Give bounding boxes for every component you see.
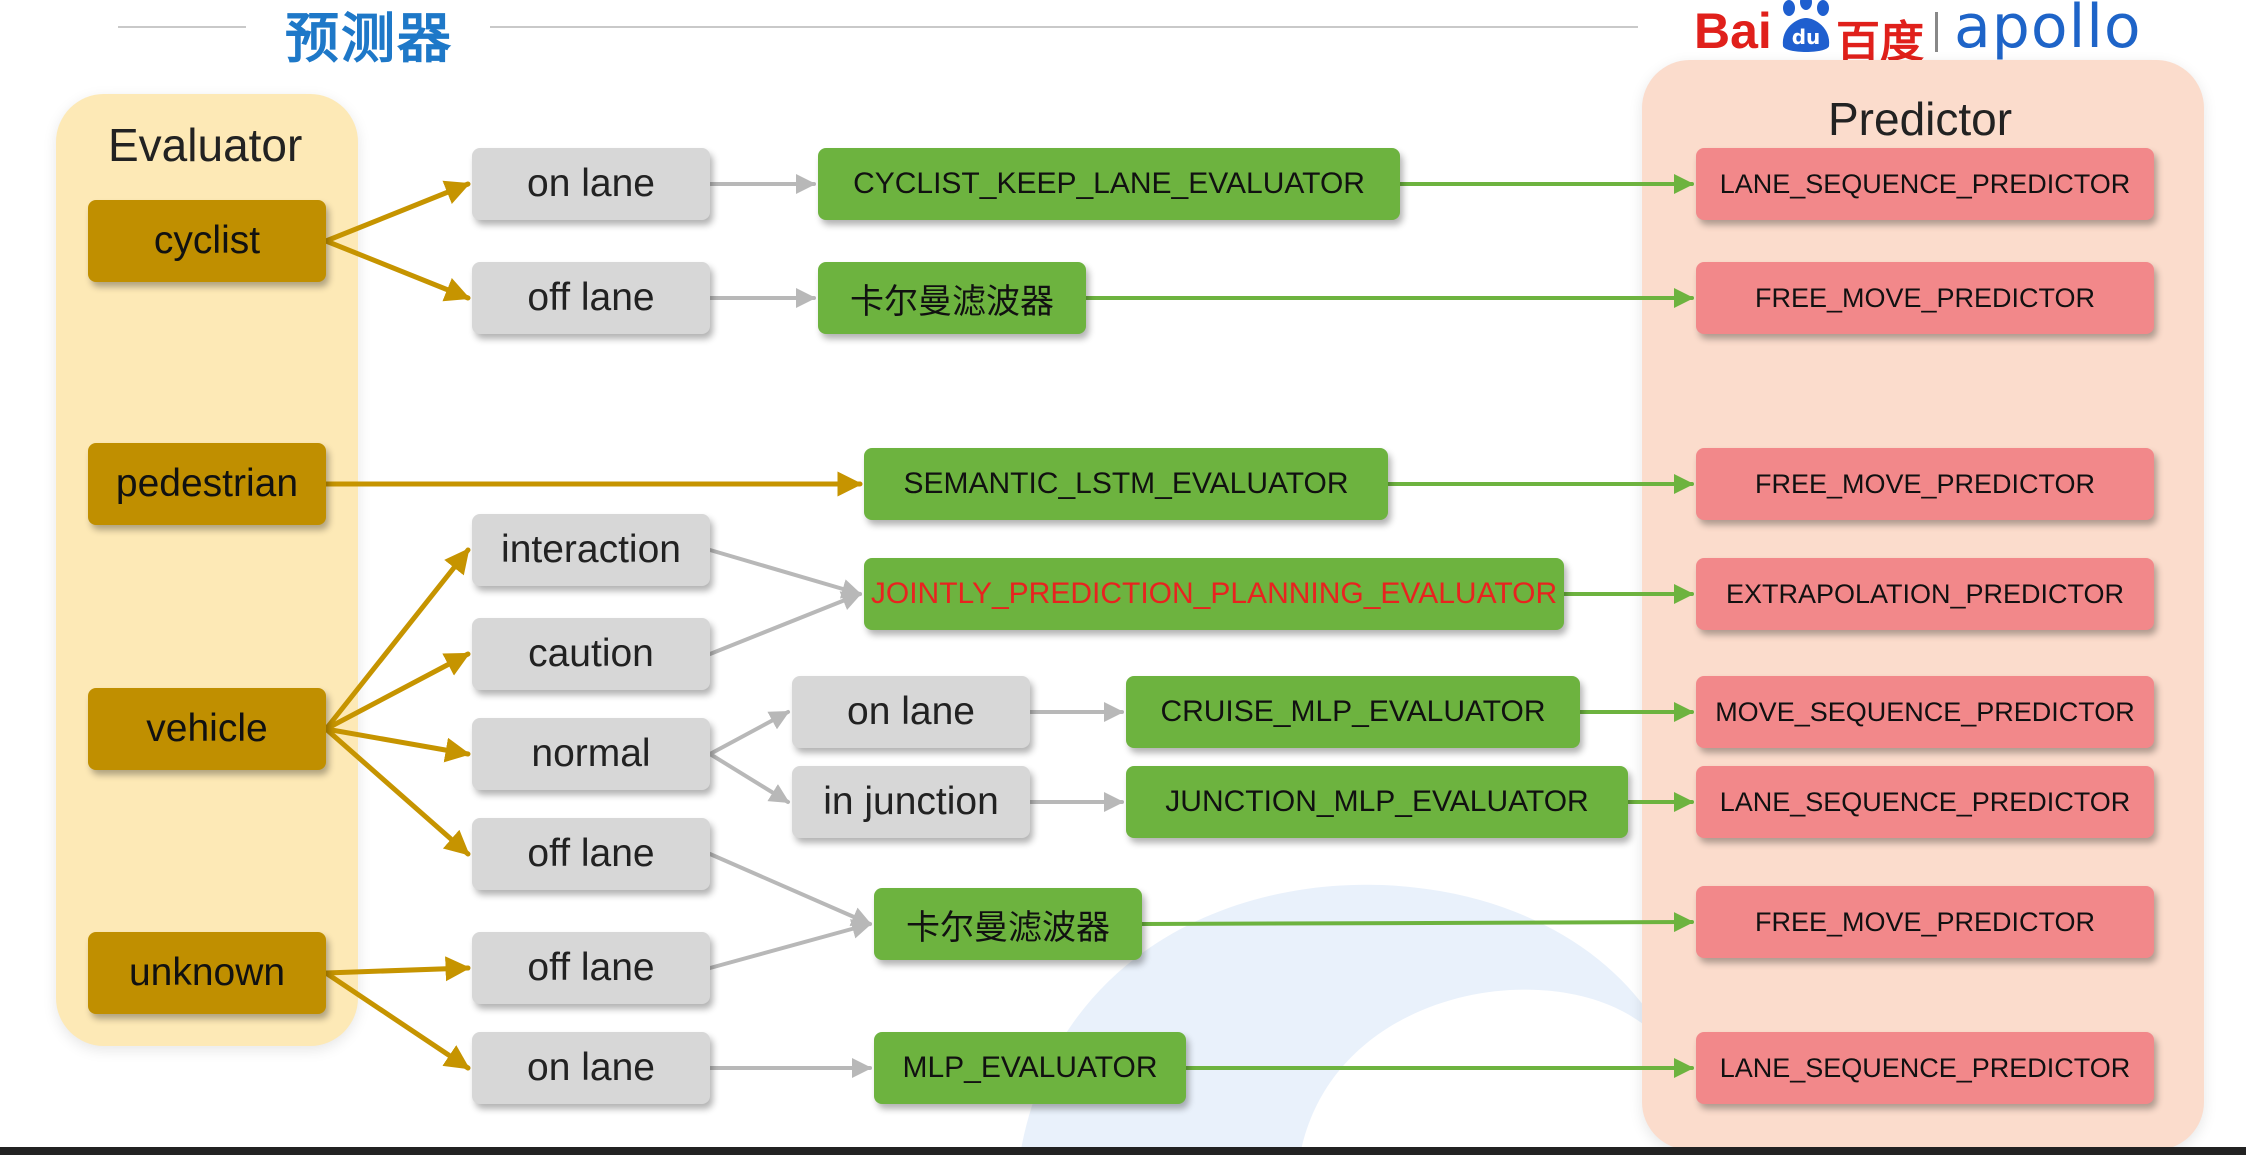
predictor-extrapolation: EXTRAPOLATION_PREDICTOR: [1696, 558, 2154, 630]
predictor-lane-sequence: LANE_SEQUENCE_PREDICTOR: [1696, 1032, 2154, 1104]
evaluator-semantic-lstm: SEMANTIC_LSTM_EVALUATOR: [864, 448, 1388, 520]
header-rule-right: [490, 26, 1638, 28]
connector-c_interaction-to-e_jointly: [708, 548, 862, 599]
connector-e_kalman2-to-p7: [1140, 912, 1694, 933]
bottom-border: [0, 1147, 2246, 1155]
predictor-lane-sequence: LANE_SEQUENCE_PREDICTOR: [1696, 766, 2154, 838]
logo-separator: [1935, 12, 1938, 52]
connector-cat_cyclist-to-c_cyc_on: [323, 180, 471, 244]
evaluator-cruise-mlp: CRUISE_MLP_EVALUATOR: [1126, 676, 1580, 748]
evaluator-junction-mlp: JUNCTION_MLP_EVALUATOR: [1126, 766, 1628, 838]
predictor-lane-sequence: LANE_SEQUENCE_PREDICTOR: [1696, 148, 2154, 220]
logo-baidu-latin: Bai: [1694, 3, 1772, 59]
svg-text:du: du: [1792, 25, 1821, 49]
evaluator-kalman-filter: 卡尔曼滤波器: [818, 262, 1086, 334]
condition-normal-on-lane: on lane: [792, 676, 1030, 748]
connector-cat_vehicle-to-c_caution: [323, 651, 471, 732]
predictor-free-move: FREE_MOVE_PREDICTOR: [1696, 886, 2154, 958]
connector-cat_unknown-to-c_unk_on: [323, 970, 471, 1071]
logo-apollo: apollo: [1954, 0, 2142, 62]
connector-c_veh_off-to-e_kalman2: [708, 852, 872, 926]
condition-vehicle-caution: caution: [472, 618, 710, 690]
predictor-move-sequence: MOVE_SEQUENCE_PREDICTOR: [1696, 676, 2154, 748]
connector-cat_vehicle-to-c_interaction: [323, 547, 471, 732]
connector-cat_vehicle-to-c_veh_off: [323, 726, 471, 857]
connector-cat_vehicle-to-c_normal: [323, 726, 471, 763]
predictor-free-move: FREE_MOVE_PREDICTOR: [1696, 262, 2154, 334]
evaluator-cyclist-keep-lane: CYCLIST_KEEP_LANE_EVALUATOR: [818, 148, 1400, 220]
condition-vehicle-interaction: interaction: [472, 514, 710, 586]
category-vehicle: vehicle: [88, 688, 326, 770]
category-cyclist: cyclist: [88, 200, 326, 282]
connector-c_normal-to-c_norm_on: [708, 710, 790, 756]
condition-unknown-off-lane: off lane: [472, 932, 710, 1004]
connector-c_normal-to-c_norm_junc: [708, 752, 790, 804]
logo-baidu-chinese: 百度: [1836, 17, 1924, 68]
condition-unknown-on-lane: on lane: [472, 1032, 710, 1104]
predictor-free-move: FREE_MOVE_PREDICTOR: [1696, 448, 2154, 520]
connector-cat_cyclist-to-c_cyc_off: [323, 238, 471, 302]
condition-vehicle-normal: normal: [472, 718, 710, 790]
evaluator-mlp: MLP_EVALUATOR: [874, 1032, 1186, 1104]
evaluator-jointly-prediction-planning: JOINTLY_PREDICTION_PLANNING_EVALUATOR: [864, 558, 1564, 630]
condition-vehicle-off-lane: off lane: [472, 818, 710, 890]
evaluator-kalman-filter: 卡尔曼滤波器: [874, 888, 1142, 960]
evaluator-panel-title: Evaluator: [108, 119, 303, 171]
baidu-paw-icon: du: [1782, 0, 1830, 52]
page-title: 预测器: [285, 7, 453, 70]
condition-cyclist-off-lane: off lane: [472, 262, 710, 334]
connector-c_unk_off-to-e_kalman2: [708, 919, 872, 970]
condition-cyclist-on-lane: on lane: [472, 148, 710, 220]
category-unknown: unknown: [88, 932, 326, 1014]
category-pedestrian: pedestrian: [88, 443, 326, 525]
predictor-panel-title: Predictor: [1828, 93, 2013, 145]
header-rule-left: [118, 26, 246, 28]
condition-normal-in-junction: in junction: [792, 766, 1030, 838]
connector-c_caution-to-e_jointly: [708, 591, 862, 656]
connector-cat_unknown-to-c_unk_off: [323, 956, 471, 982]
